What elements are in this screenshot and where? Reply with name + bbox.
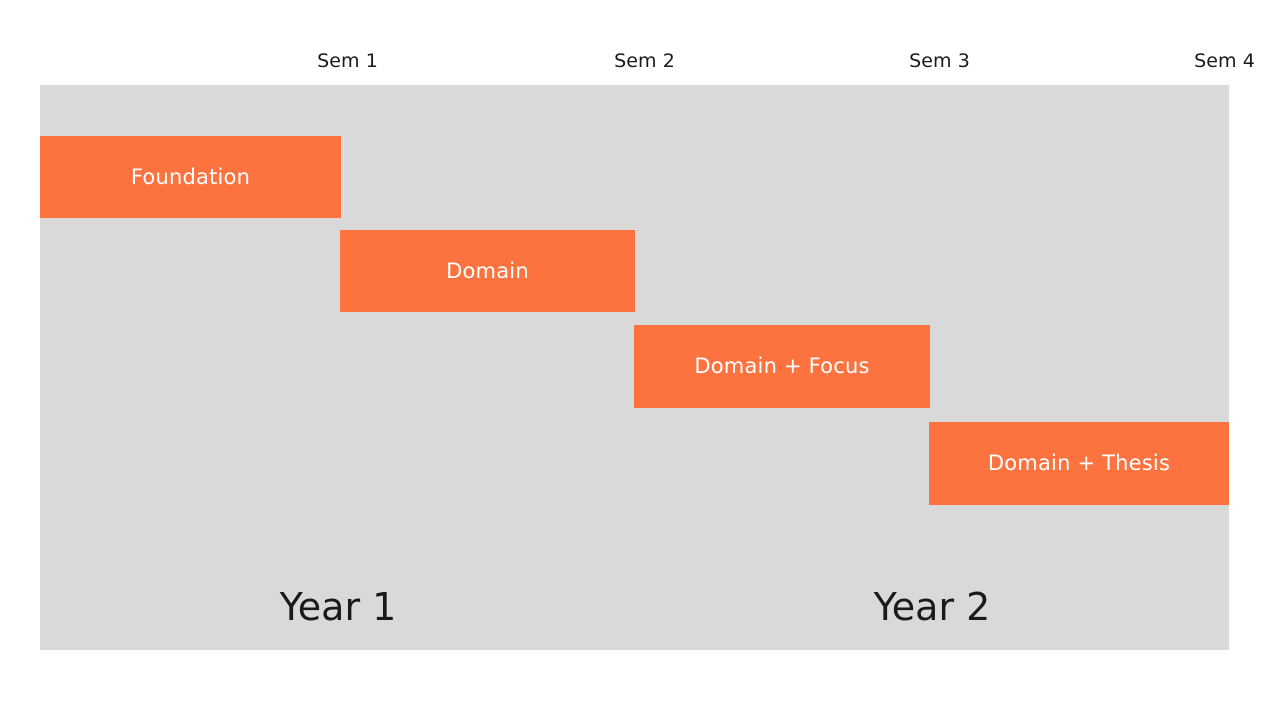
bar-foundation[interactable]: Foundation: [40, 136, 341, 218]
group-label-year-2: Year 2: [873, 585, 991, 629]
bar-label-domain: Domain: [446, 258, 529, 283]
bar-label-foundation: Foundation: [130, 164, 251, 189]
bar-domain-focus[interactable]: Domain + Focus: [634, 325, 930, 408]
column-header-sem-1: Sem 1: [317, 50, 378, 72]
column-header-sem-2: Sem 2: [614, 50, 675, 72]
group-label-year-1: Year 1: [279, 585, 397, 629]
bar-label-domain-focus: Domain + Focus: [694, 354, 870, 378]
column-header-sem-4: Sem 4: [1194, 50, 1255, 72]
bar-domain[interactable]: Domain: [340, 230, 635, 312]
bar-domain-thesis[interactable]: Domain + Thesis: [929, 422, 1229, 505]
bar-label-domain-thesis: Domain + Thesis: [987, 451, 1171, 475]
column-header-sem-3: Sem 3: [909, 50, 970, 72]
